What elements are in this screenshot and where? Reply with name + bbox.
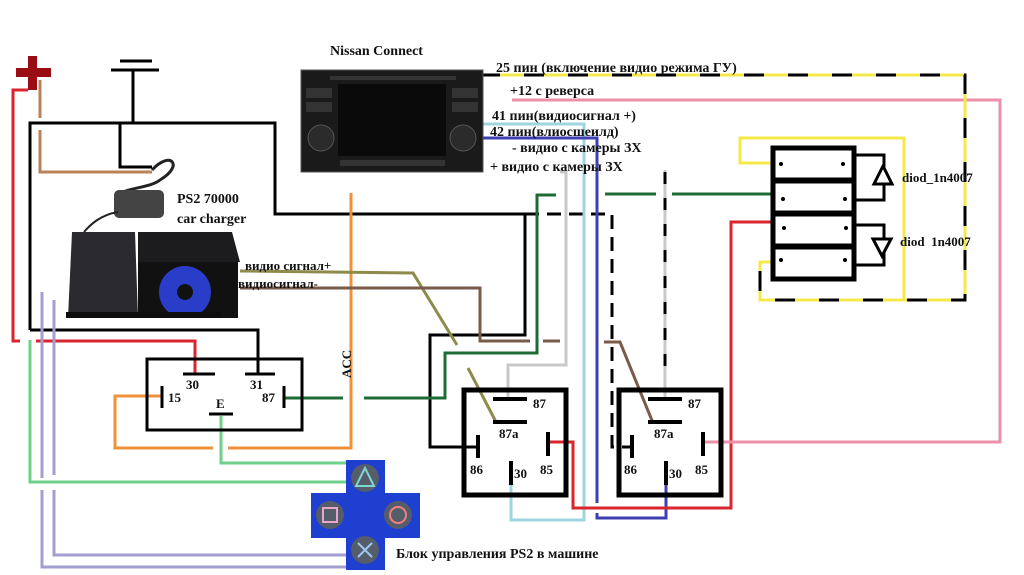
wire-light-green-E <box>219 416 346 465</box>
wire-olive <box>239 269 459 346</box>
pin-label: 15 <box>168 390 182 405</box>
ground-icon <box>111 59 159 123</box>
pin-label: 30 <box>514 466 527 481</box>
wire-orange-acc2 <box>228 193 353 450</box>
wire-black-ground-bus <box>28 121 527 337</box>
label-video-minus: видиосигнал- <box>238 276 318 291</box>
wire-red-power <box>11 88 28 343</box>
wire-red-85 <box>548 220 775 510</box>
pin-label: 86 <box>624 462 638 477</box>
wire-olive-2 <box>466 367 498 423</box>
label-control-block: Блок управления PS2 в машине <box>396 547 599 562</box>
relay-block <box>770 145 886 282</box>
label-pin41: 41 пин(видиосигнал +) <box>492 109 636 124</box>
ps2-console-image <box>66 232 240 318</box>
head-unit-image <box>300 69 484 173</box>
wire-black-86 <box>428 333 510 449</box>
car-charger-image <box>83 158 175 233</box>
diode-icon <box>871 162 895 186</box>
pin-label: 86 <box>470 462 484 477</box>
label-charger-1: PS2 70000 <box>177 192 239 207</box>
label-cam-minus: - видио с камеры ЗХ <box>512 141 641 156</box>
diode-icon <box>870 237 894 260</box>
wire-black-relay31 <box>30 328 260 374</box>
circle-button <box>384 501 412 529</box>
pin-label: 87 <box>688 396 702 411</box>
wire-black-dashed <box>525 212 632 449</box>
wire-dark-green <box>364 193 556 400</box>
relay-1 <box>461 387 569 498</box>
wire-yellow-loop <box>738 136 906 300</box>
pin-label: 87 <box>533 396 547 411</box>
pin-label: 31 <box>250 377 263 392</box>
wire-lavender-2b <box>52 490 346 557</box>
wire-blue <box>483 136 599 503</box>
square-button <box>316 501 344 529</box>
pin-label: 87a <box>654 426 674 441</box>
plus-terminal-icon <box>16 56 51 90</box>
label-pin42: 42 пин(влиосшеилд) <box>490 125 619 140</box>
wire-brown-3 <box>604 340 655 424</box>
label-diode1: diod_1n4007 <box>902 170 973 185</box>
label-diode2: diod 1n4007 <box>900 234 971 249</box>
label-pin25: 25 пин (включение видио режима ГУ) <box>496 61 737 76</box>
ps2-button-pad <box>311 460 420 570</box>
pin-label: 85 <box>695 462 709 477</box>
wire-blue-2 <box>595 480 668 520</box>
wire-light-green <box>28 340 346 484</box>
label-cam-plus: + видио с камеры ЗХ <box>490 160 623 175</box>
wire-black-charger <box>118 123 152 169</box>
pin-label: 85 <box>540 462 554 477</box>
pin-label: 30 <box>669 466 682 481</box>
label-video-plus: видио сигнал+ <box>245 258 331 273</box>
label-acc: ACC <box>339 350 354 378</box>
pin-label: 87 <box>262 390 276 405</box>
main-relay <box>145 357 304 432</box>
wire-cyan <box>483 122 586 522</box>
wire-pink <box>512 98 1002 444</box>
wire-brown <box>240 286 530 343</box>
label-charger-2: car charger <box>177 212 246 227</box>
pin-label: 30 <box>186 377 199 392</box>
wire-black-dash-main <box>480 73 967 302</box>
label-reverse12: +12 с реверса <box>510 84 594 99</box>
wire-lavender-1b <box>40 490 346 569</box>
pin-label: 87a <box>499 426 519 441</box>
wire-tan2 <box>38 130 152 174</box>
wire-grey <box>506 170 568 399</box>
head-unit-title: Nissan Connect <box>330 44 423 59</box>
wire-orange-acc <box>113 394 213 450</box>
wire-red-30 <box>36 339 197 374</box>
pin-label: E <box>216 396 225 411</box>
relay-2 <box>616 387 724 498</box>
